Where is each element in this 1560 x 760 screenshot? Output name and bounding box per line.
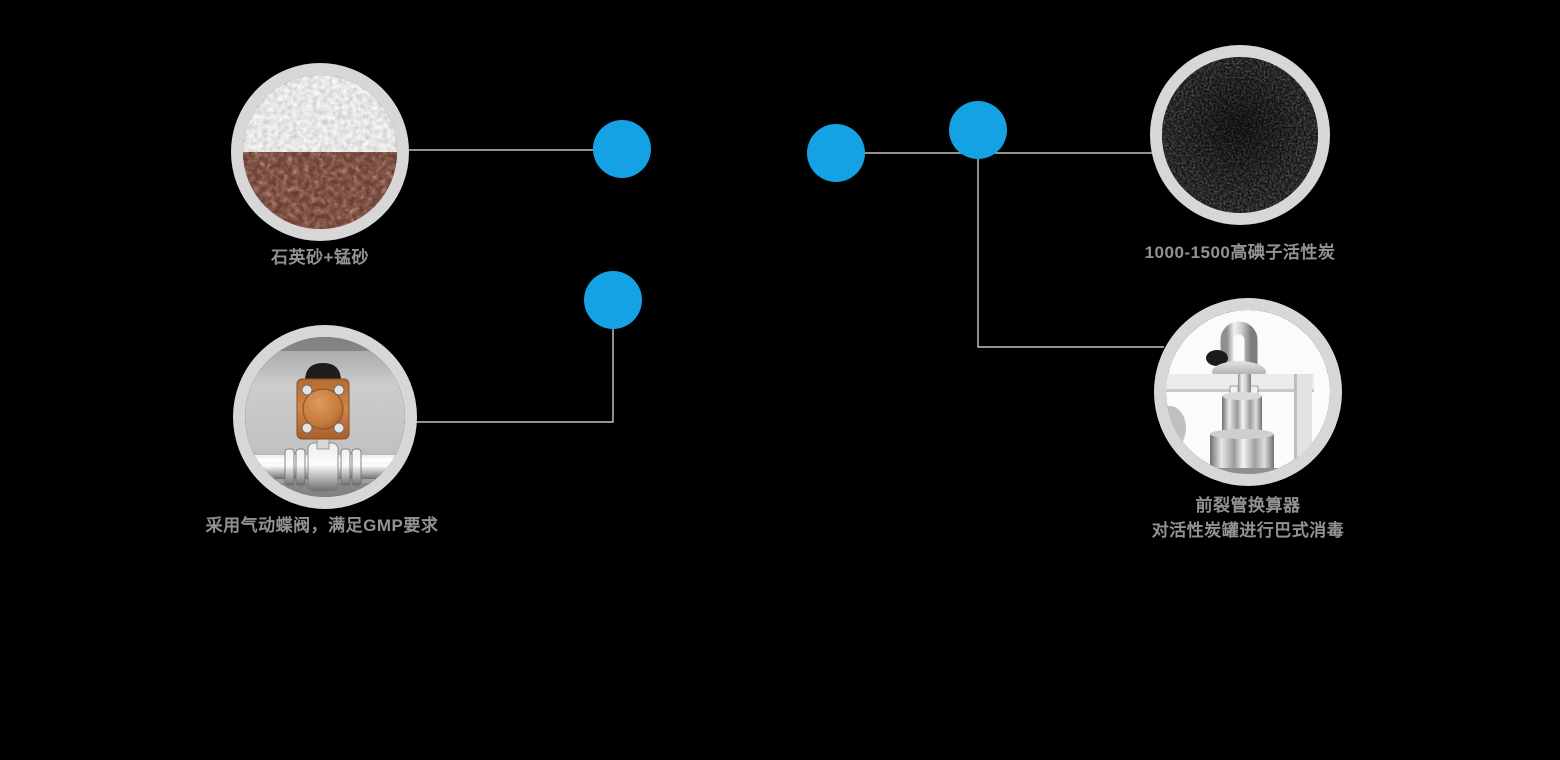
node-dot-1 [593,120,651,178]
heat-exchanger-image [1154,298,1342,486]
heat-exchanger-label: 前裂管换算器 对活性炭罐进行巴式消毒 [1048,493,1448,543]
quartz-manganese-sand-image [231,63,409,241]
pneumatic-valve-image [233,325,417,509]
carbon-photo-art [1162,57,1318,213]
activated-carbon-label: 1000-1500高碘子活性炭 [1144,243,1336,262]
valve-photo-art [245,337,405,497]
activated-carbon-image [1150,45,1330,225]
quartz-manganese-sand-label: 石英砂+锰砂 [271,248,369,267]
sand-photo-art [243,75,397,229]
heat-exchanger-label-line2: 对活性炭罐进行巴式消毒 [1151,521,1345,540]
node-dot-2 [807,124,865,182]
pneumatic-valve-label: 采用气动蝶阀，满足GMP要求 [205,516,439,535]
connector-dot3-to-exchanger [977,130,1164,348]
heat-exchanger-label-line1: 前裂管换算器 [1195,496,1301,515]
connector-dot4-to-valve [416,300,614,423]
node-dot-3 [949,101,1007,159]
exchanger-photo-art [1166,310,1330,474]
node-dot-4 [584,271,642,329]
